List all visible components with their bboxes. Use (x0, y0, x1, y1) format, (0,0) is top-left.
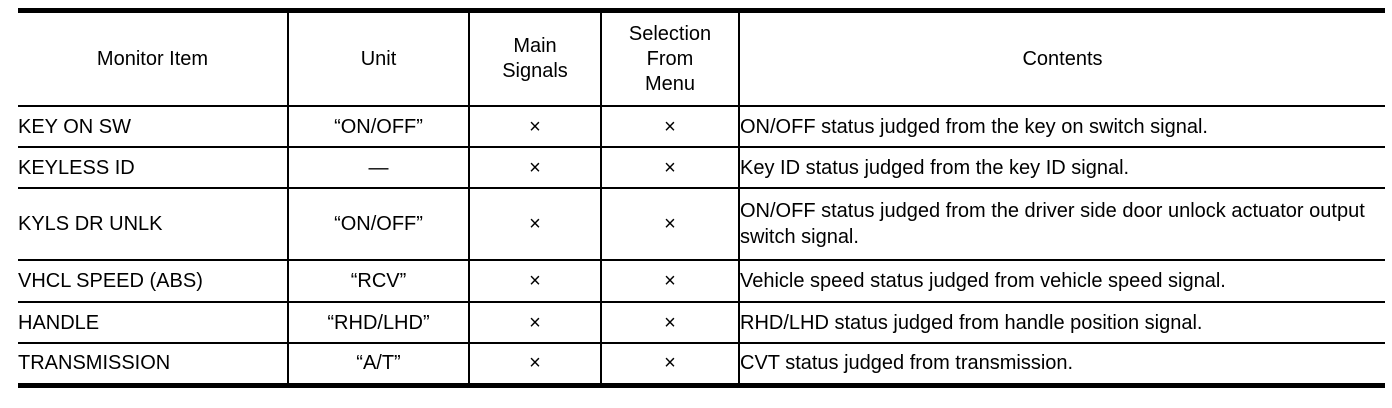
table-row: KEYLESS ID — × × Key ID status judged fr… (18, 146, 1385, 188)
monitor-item-cell: KEY ON SW (18, 105, 288, 147)
monitor-item-cell: TRANSMISSION (18, 342, 288, 385)
selection-from-menu-cell: × (600, 301, 739, 343)
main-signals-cell: × (468, 301, 601, 343)
unit-cell: “RCV” (287, 259, 469, 302)
unit-cell: “A/T” (287, 342, 469, 385)
main-signals-cell: × (468, 259, 601, 302)
main-signals-cell: × (468, 146, 601, 188)
table-row: KYLS DR UNLK “ON/OFF” × × ON/OFF status … (18, 187, 1385, 260)
contents-cell: Key ID status judged from the key ID sig… (738, 146, 1385, 188)
table-row: VHCL SPEED (ABS) “RCV” × × Vehicle speed… (18, 259, 1385, 302)
table-header-row: Monitor Item Unit Main Signals Selection… (18, 9, 1385, 106)
column-header-unit: Unit (287, 9, 469, 106)
selection-from-menu-cell: × (600, 105, 739, 147)
table-row: HANDLE “RHD/LHD” × × RHD/LHD status judg… (18, 301, 1385, 343)
main-signals-cell: × (468, 342, 601, 385)
column-header-selection-from-menu: Selection From Menu (600, 9, 739, 106)
monitor-item-cell: KYLS DR UNLK (18, 187, 288, 260)
contents-cell: Vehicle speed status judged from vehicle… (738, 259, 1385, 302)
column-header-contents: Contents (738, 9, 1385, 106)
contents-cell: ON/OFF status judged from the key on swi… (738, 105, 1385, 147)
selection-from-menu-cell: × (600, 146, 739, 188)
column-header-monitor-item: Monitor Item (18, 9, 288, 106)
contents-cell: ON/OFF status judged from the driver sid… (738, 187, 1385, 260)
main-signals-cell: × (468, 187, 601, 260)
document-page: Monitor Item Unit Main Signals Selection… (0, 8, 1392, 408)
table-row: KEY ON SW “ON/OFF” × × ON/OFF status jud… (18, 105, 1385, 147)
selection-from-menu-cell: × (600, 259, 739, 302)
unit-cell: — (287, 146, 469, 188)
selection-from-menu-cell: × (600, 187, 739, 260)
unit-cell: “RHD/LHD” (287, 301, 469, 343)
monitor-item-cell: VHCL SPEED (ABS) (18, 259, 288, 302)
monitor-item-cell: KEYLESS ID (18, 146, 288, 188)
selection-from-menu-cell: × (600, 342, 739, 385)
table-row: TRANSMISSION “A/T” × × CVT status judged… (18, 342, 1385, 385)
contents-cell: RHD/LHD status judged from handle positi… (738, 301, 1385, 343)
monitor-item-table: Monitor Item Unit Main Signals Selection… (18, 8, 1385, 388)
unit-cell: “ON/OFF” (287, 105, 469, 147)
contents-cell: CVT status judged from transmission. (738, 342, 1385, 385)
main-signals-cell: × (468, 105, 601, 147)
unit-cell: “ON/OFF” (287, 187, 469, 260)
monitor-item-cell: HANDLE (18, 301, 288, 343)
column-header-main-signals: Main Signals (468, 9, 601, 106)
